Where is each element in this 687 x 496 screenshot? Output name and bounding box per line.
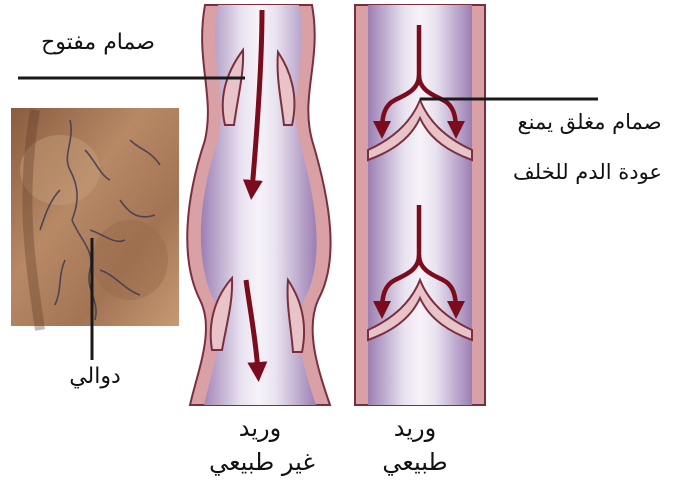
normal-vein-caption-line2: طبيعي <box>360 448 470 476</box>
normal-vein-caption-line1: وريد <box>370 414 460 442</box>
abnormal-vein-caption-line1: وريد <box>215 414 305 442</box>
open-valve-label: صمام مفتوح <box>28 30 168 55</box>
closed-valve-label-line2: عودة الدم للخلف <box>488 160 687 184</box>
abnormal-vein-caption-line2: غير طبيعي <box>192 448 332 476</box>
varicose-skin-photo <box>11 108 179 330</box>
abnormal-vein <box>187 5 330 405</box>
varicose-label: دوالي <box>60 364 130 389</box>
normal-vein <box>355 5 485 405</box>
closed-valve-label-line1: صمام مغلق يمنع <box>492 110 687 134</box>
